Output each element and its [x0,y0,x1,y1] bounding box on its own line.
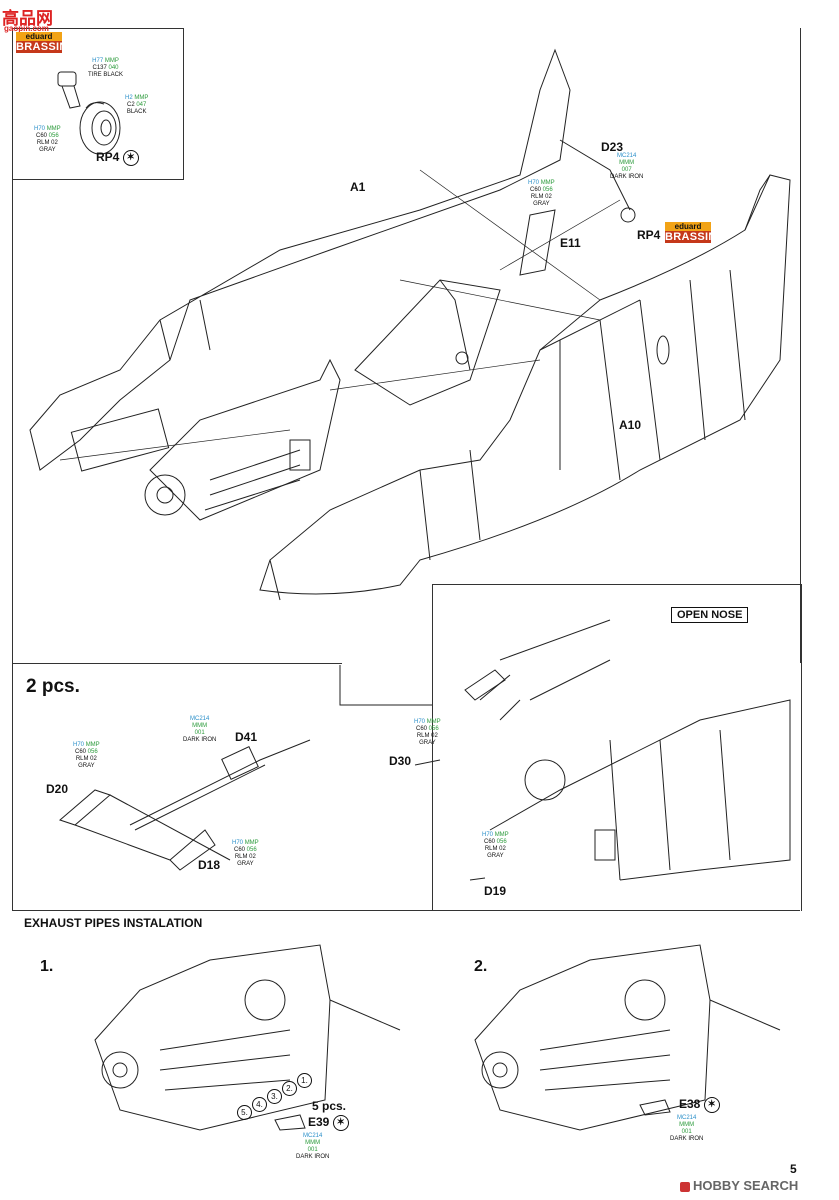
e39-color-tag: MC214 MMM 001 DARK IRON [296,1133,330,1160]
gun-drawing [59,739,311,871]
watermark-chinese: 高品网 [2,9,53,28]
page-number: 5 [790,1162,797,1176]
fuselage-half-drawing [29,48,571,472]
part-a10: A10 [619,418,642,432]
brassin-badge-main: eduard BRASSIN [665,222,717,243]
part-d23: D23 [601,140,624,154]
exhaust-title: EXHAUST PIPES INSTALATION [24,916,203,930]
watermark-url: gaopin.com [4,24,49,33]
part-d18: D18 [198,858,221,872]
part-d30: D30 [389,754,412,768]
inset-part-rp4: RP4 ✶ [96,150,139,166]
section-divider [12,663,342,664]
brassin-badge: eduard BRASSIN [16,32,68,53]
step-2: 2. [474,958,488,975]
d41-color-tag: MC214 MMM 001 DARK IRON [183,716,217,743]
part-e11: E11 [560,236,581,250]
strut-drawing [559,139,631,211]
part-d41: D41 [235,730,258,744]
order-5: 5. [237,1105,252,1120]
part-rp4: RP4 [637,228,661,242]
main-assembly-frame [12,28,801,663]
order-2: 2. [282,1081,297,1096]
part-d20: D20 [46,782,69,796]
panel-drawing [519,209,556,276]
badge-top: eduard [16,32,62,41]
seat-drawing [354,279,501,406]
exhaust-step2-drawing [474,944,781,1131]
e38-color-tag: MC214 MMM 001 DARK IRON [670,1115,704,1142]
resin-part-icon: ✶ [703,1097,720,1113]
watermark-bottom: HOBBY SEARCH [680,1178,798,1193]
badge-bottom: BRASSIN [16,41,68,53]
resin-part-icon: ✶ [122,150,139,166]
part-d19: D19 [484,884,507,898]
watermark-top: 高品网 [2,4,53,29]
hobbysearch-icon [680,1181,690,1192]
open-nose-drawing [339,619,791,881]
section-divider [12,910,800,911]
hub-color-tag: H2 MMP C2 047 BLACK [125,95,149,115]
d30-color-tag: H70 MMP C60 056 RLM 02 GRAY [414,719,441,746]
resin-part-icon: ✶ [332,1115,349,1131]
open-nose-title: OPEN NOSE [671,607,749,623]
engine-drawing [144,358,341,521]
left-border [12,28,13,910]
part-e39: E39 ✶ [308,1115,349,1131]
part-a1: A1 [350,180,366,194]
open-nose-frame [432,584,802,911]
order-3: 3. [267,1089,282,1104]
exhaust-count: 5 pcs. [312,1099,347,1113]
wheel-drawing [57,71,121,155]
exhaust-step1-drawing [94,944,401,1131]
d19-color-tag: H70 MMP C60 056 RLM 02 GRAY [482,832,509,859]
order-4: 4. [252,1097,267,1112]
strut-color-tag: H70 MMP C60 056 RLM 02 GRAY [34,126,61,153]
quantity-title: 2 pcs. [26,676,80,697]
e11-color-tag: H70 MMP C60 056 RLM 02 GRAY [528,180,555,207]
d18-color-tag: H70 MMP C60 056 RLM 02 GRAY [232,840,259,867]
order-1: 1. [297,1073,312,1088]
d23-color-tag: MC214 MMM 007 DARK IRON [610,153,644,180]
part-e38: E38 ✶ [679,1097,720,1113]
tire-color-tag: H77 MMP C137 040 TIRE BLACK [88,58,124,78]
step-1: 1. [40,958,54,975]
fuselage-drawing [259,174,791,601]
d20-color-tag: H70 MMP C60 056 RLM 02 GRAY [73,742,100,769]
